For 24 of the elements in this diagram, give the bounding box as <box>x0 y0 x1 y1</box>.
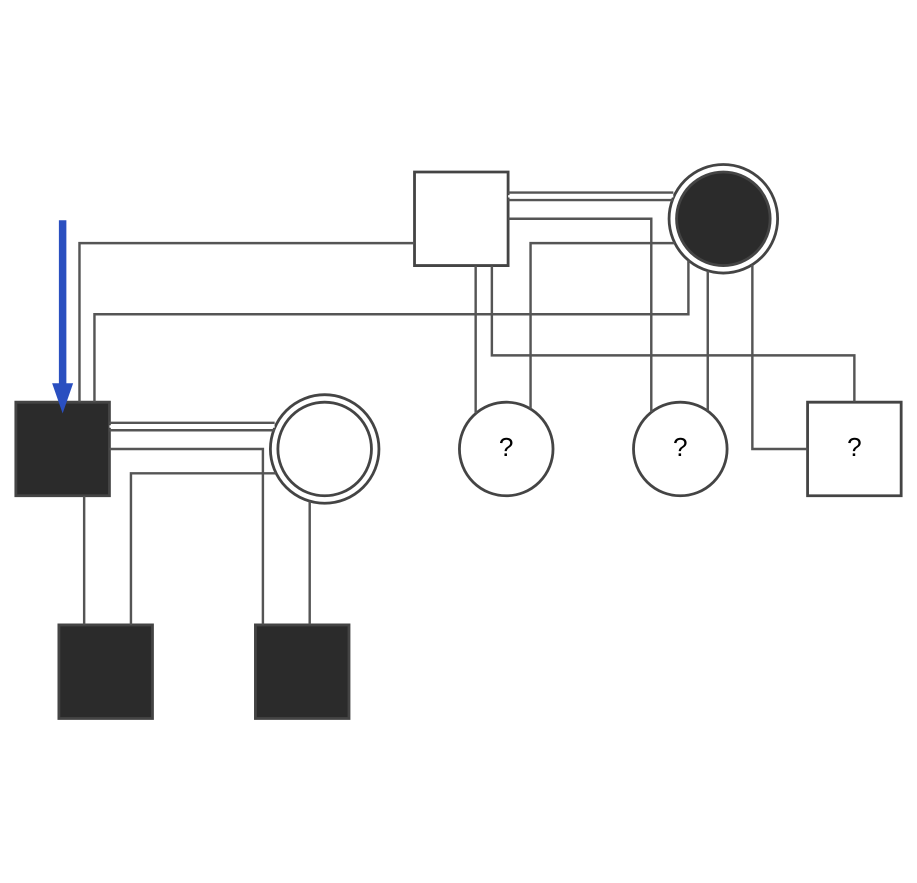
connector <box>706 271 709 411</box>
node-circle: ? <box>458 400 554 498</box>
arrow <box>52 220 74 414</box>
connector <box>93 260 690 402</box>
node-box <box>57 624 154 720</box>
connector <box>82 496 86 625</box>
connector <box>110 448 264 624</box>
connector <box>508 191 674 202</box>
connector <box>490 266 856 402</box>
connector <box>751 264 808 450</box>
node-box: ? <box>806 400 903 498</box>
connector <box>109 422 275 432</box>
connector <box>529 242 675 409</box>
node-circle <box>269 393 380 505</box>
connector <box>130 472 276 625</box>
node-circle: ? <box>632 400 728 498</box>
connector <box>308 501 311 624</box>
connector <box>474 266 477 414</box>
node-circle <box>668 163 780 274</box>
node-box <box>14 400 111 498</box>
node-box <box>254 624 350 720</box>
connector <box>78 242 414 402</box>
connector <box>508 218 652 412</box>
node-box <box>413 170 510 267</box>
